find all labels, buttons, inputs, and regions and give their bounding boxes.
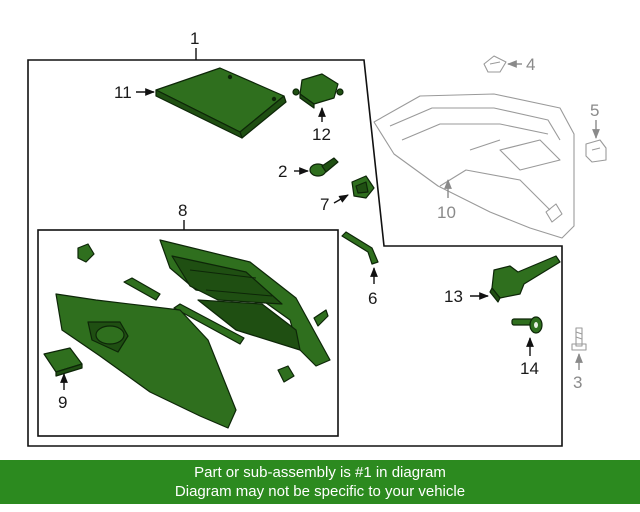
part-13-latch [489,255,561,303]
part-8-glove-box-door [159,239,331,367]
part-3-ghost-bolt [571,327,587,351]
parts-diagram: 1 2 3 4 5 6 7 8 9 10 11 12 13 14 [27,29,607,447]
callout-1-label: 1 [190,29,199,48]
part-7-clip [351,175,375,199]
callout-14-label: 14 [520,359,539,378]
part-12-module [292,73,344,109]
part-8-clip-top [77,243,95,263]
part-9-handle [43,347,83,377]
part-6-rod [341,231,379,265]
callout-13-label: 13 [444,287,463,306]
callout-4-label: 4 [526,55,535,74]
part-2-knob [309,157,339,177]
part-8-outer-door [55,293,237,429]
part-8-clip-bottom [277,365,295,383]
callout-3-label: 3 [573,373,582,392]
part-14-bolt [511,316,543,334]
banner-line-2: Diagram may not be specific to your vehi… [174,483,466,500]
part-11-panel [155,67,287,139]
callout-6-label: 6 [368,289,377,308]
part-4-ghost-clip [483,55,507,73]
part-8-strip [173,303,245,345]
callout-2-label: 2 [278,162,287,181]
callout-11-label: 11 [114,83,132,102]
part-5-ghost-bracket [585,139,607,163]
part-10-ghost-glove-box [373,93,575,239]
part-8-hinge-arm [123,277,161,301]
callout-7-arrow [333,194,349,204]
callout-8-label: 8 [178,201,187,220]
disclaimer-banner: Part or sub-assembly is #1 in diagram Di… [0,460,640,504]
assembly-frame [27,59,563,447]
callout-10-label: 10 [437,203,456,222]
callout-7-label: 7 [320,195,329,214]
callout-12-label: 12 [312,125,331,144]
callout-5-label: 5 [590,101,599,120]
banner-line-1: Part or sub-assembly is #1 in diagram [194,464,446,481]
subassembly-8-frame [37,229,339,437]
callout-9-label: 9 [58,393,67,412]
